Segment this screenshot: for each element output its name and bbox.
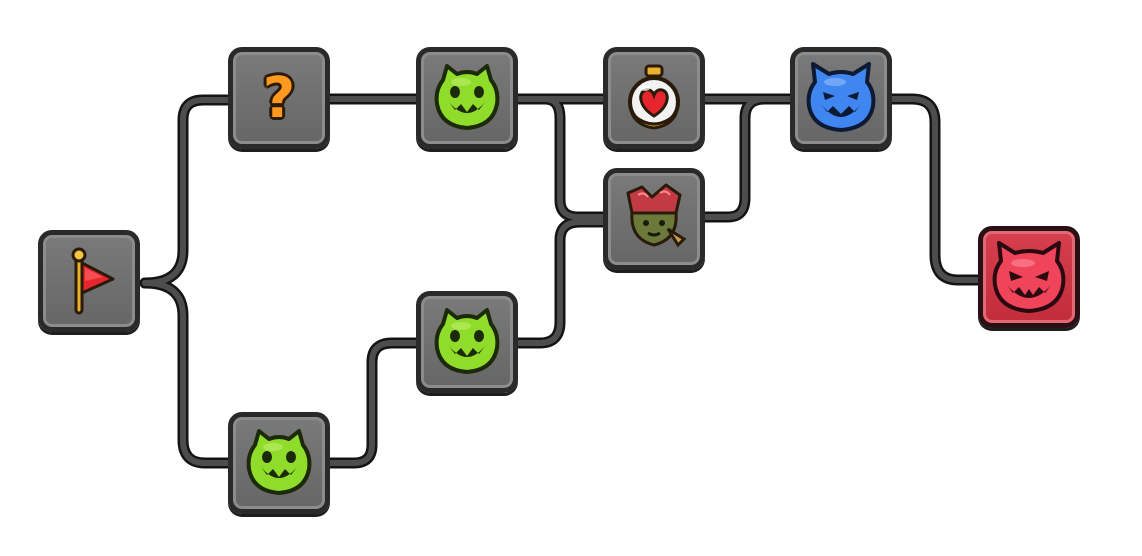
green-monster-icon [246, 429, 312, 495]
map-node-enemy-green-1[interactable] [416, 47, 518, 149]
map-node-mystery[interactable]: ? [228, 47, 330, 149]
heart-potion-icon [628, 64, 680, 130]
green-monster-icon [434, 64, 500, 130]
map-node-enemy-green-2[interactable] [416, 291, 518, 393]
map-node-enemy-green-3[interactable] [228, 412, 330, 514]
blue-monster-icon [806, 62, 876, 132]
question-mark-icon: ? [262, 65, 296, 131]
path-start-enemy3 [139, 277, 234, 469]
map-node-start[interactable] [38, 230, 140, 332]
map-node-potion[interactable] [603, 47, 705, 149]
path-start-mystery [139, 94, 234, 289]
map-node-enemy-blue[interactable] [790, 47, 892, 149]
green-monster-icon [434, 308, 500, 374]
hooded-character-icon [626, 183, 687, 248]
red-devil-icon [992, 241, 1066, 313]
map-node-boss[interactable] [978, 226, 1080, 328]
red-flag-icon [71, 247, 115, 315]
map-node-merchant[interactable] [603, 168, 705, 270]
